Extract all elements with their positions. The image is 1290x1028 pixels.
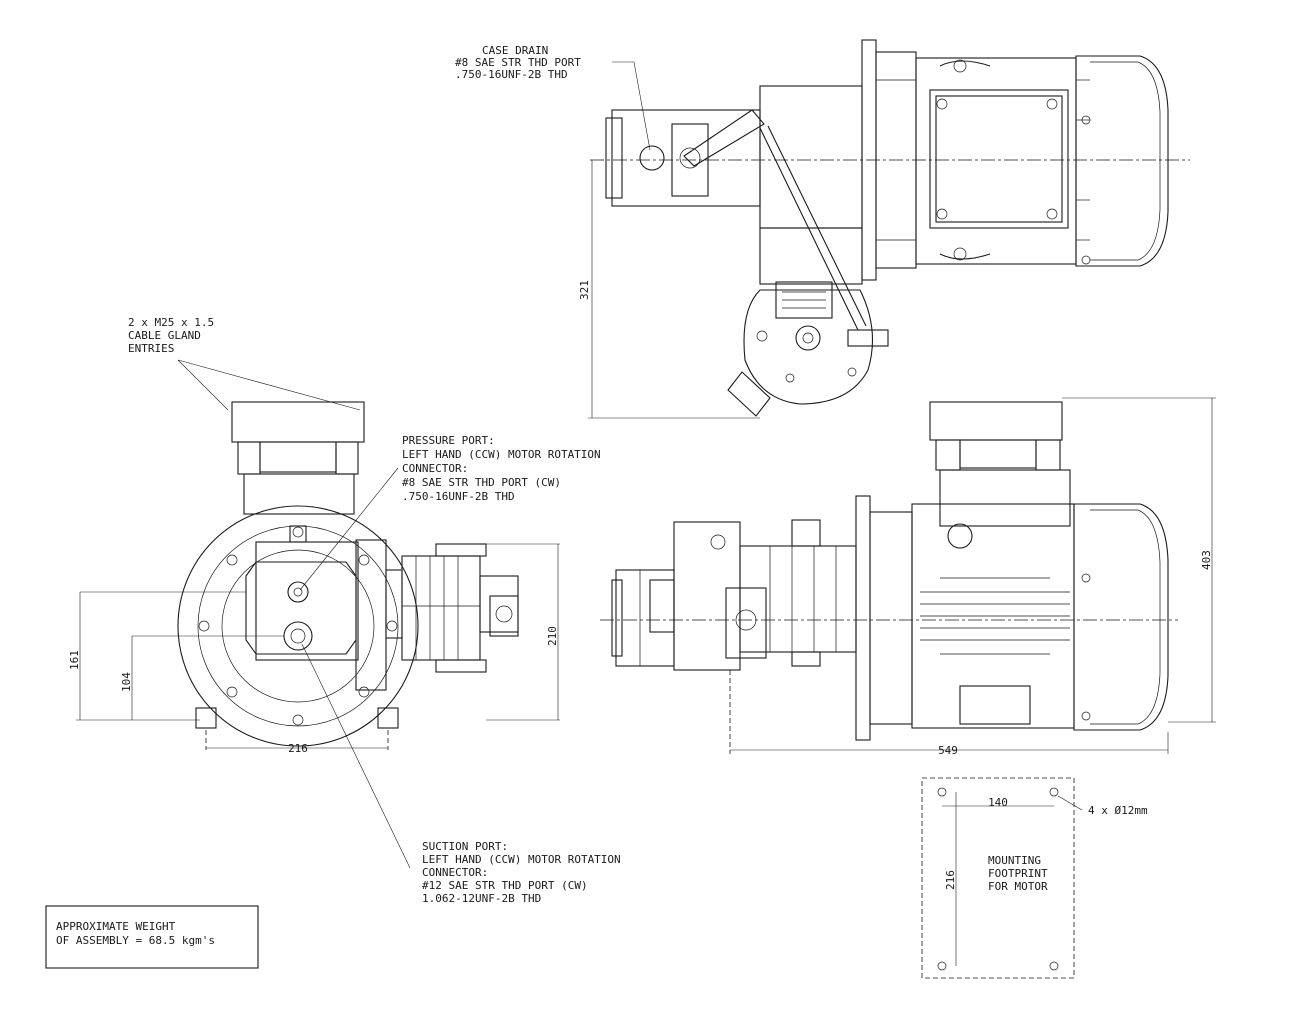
dim-210: 210: [546, 626, 559, 646]
dim-216-foot: 216: [944, 870, 957, 890]
svg-text:CONNECTOR:: CONNECTOR:: [402, 462, 468, 475]
svg-text:2 x M25 x 1.5: 2 x M25 x 1.5: [128, 316, 214, 329]
dim-104: 104: [120, 672, 133, 692]
svg-text:OF ASSEMBLY = 68.5 kgm's: OF ASSEMBLY = 68.5 kgm's: [56, 934, 215, 947]
svg-text:CONNECTOR:: CONNECTOR:: [422, 866, 488, 879]
svg-text:FOOTPRINT: FOOTPRINT: [988, 867, 1048, 880]
dim-140: 140: [988, 796, 1008, 809]
dim-403: 403: [1200, 550, 1213, 570]
svg-text:#12 SAE STR THD PORT (CW): #12 SAE STR THD PORT (CW): [422, 879, 588, 892]
note-holes: 4 x Ø12mm: [1088, 804, 1148, 817]
note-suction-port: SUCTION PORT: LEFT HAND (CCW) MOTOR ROTA…: [422, 840, 621, 905]
top-view: 321: [578, 39, 1190, 419]
svg-text:#8 SAE STR THD PORT: #8 SAE STR THD PORT: [455, 56, 581, 69]
dim-321: 321: [578, 280, 591, 300]
note-cable-gland: 2 x M25 x 1.5 CABLE GLAND ENTRIES: [128, 316, 214, 355]
mounting-footprint: 140 216 4 x Ø12mm MOUNTING FOOTPRINT FOR…: [921, 777, 1148, 979]
svg-text:LEFT HAND (CCW) MOTOR ROTATION: LEFT HAND (CCW) MOTOR ROTATION: [422, 853, 621, 866]
dim-216-front: 216: [288, 742, 308, 755]
svg-text:#8 SAE STR THD PORT (CW): #8 SAE STR THD PORT (CW): [402, 476, 561, 489]
note-case-drain: CASE DRAIN #8 SAE STR THD PORT .750-16UN…: [455, 44, 581, 81]
dim-549: 549: [938, 744, 958, 757]
svg-text:LEFT HAND (CCW) MOTOR ROTATION: LEFT HAND (CCW) MOTOR ROTATION: [402, 448, 601, 461]
svg-text:ENTRIES: ENTRIES: [128, 342, 174, 355]
svg-text:CASE DRAIN: CASE DRAIN: [482, 44, 548, 57]
svg-text:1.062-12UNF-2B THD: 1.062-12UNF-2B THD: [422, 892, 541, 905]
svg-text:APPROXIMATE WEIGHT: APPROXIMATE WEIGHT: [56, 920, 176, 933]
dim-161: 161: [68, 650, 81, 670]
svg-text:FOR MOTOR: FOR MOTOR: [988, 880, 1048, 893]
weight-box: APPROXIMATE WEIGHT OF ASSEMBLY = 68.5 kg…: [45, 905, 259, 969]
svg-text:.750-16UNF-2B THD: .750-16UNF-2B THD: [402, 490, 515, 503]
svg-text:MOUNTING: MOUNTING: [988, 854, 1041, 867]
front-view: 161 104 216 210: [68, 359, 560, 869]
svg-text:.750-16UNF-2B THD: .750-16UNF-2B THD: [455, 68, 568, 81]
svg-text:PRESSURE PORT:: PRESSURE PORT:: [402, 434, 495, 447]
side-view: 549 403: [600, 397, 1216, 757]
svg-text:CABLE GLAND: CABLE GLAND: [128, 329, 201, 342]
note-pressure-port: PRESSURE PORT: LEFT HAND (CCW) MOTOR ROT…: [402, 434, 601, 503]
svg-text:SUCTION PORT:: SUCTION PORT:: [422, 840, 508, 853]
